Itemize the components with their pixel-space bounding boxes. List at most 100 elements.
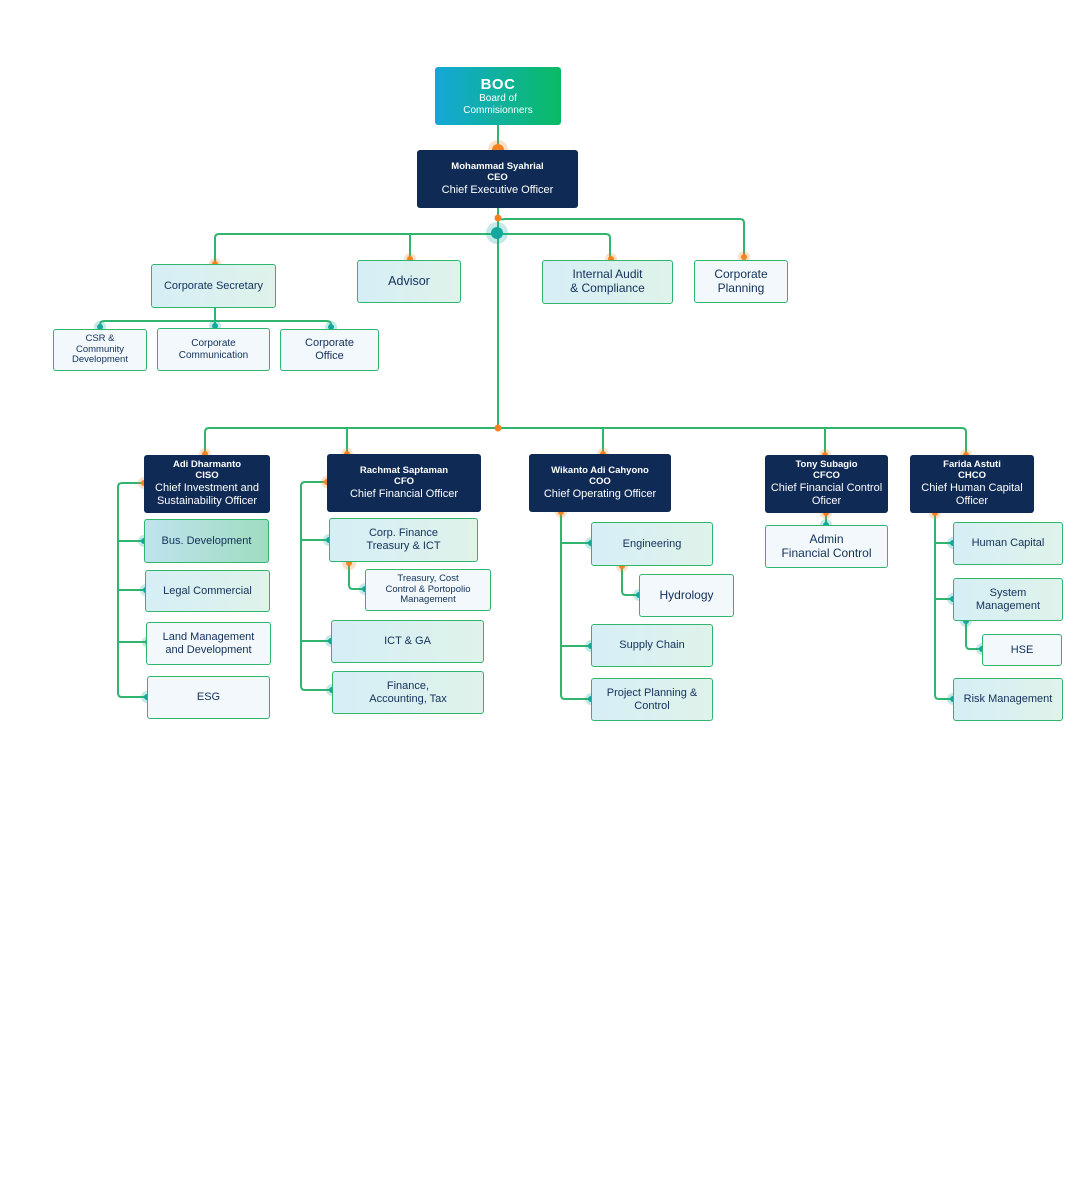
treasury-box[interactable]: Treasury, Cost Control & Portopolio Mana…	[365, 569, 491, 611]
finance-accounting-tax-line-2: Accounting, Tax	[369, 692, 447, 705]
secretary-sub-node	[328, 324, 334, 330]
risk-management-label: Risk Management	[963, 693, 1053, 706]
connector-line	[300, 481, 332, 691]
chco-role-line-2: Officer	[955, 494, 989, 507]
corporate-office-box[interactable]: Corporate Office	[280, 329, 379, 371]
connector-line	[621, 566, 639, 596]
corporate-office-line-1: Corporate	[305, 337, 354, 350]
ceo-bottom-node	[494, 214, 502, 222]
unit-top-node	[741, 254, 747, 260]
system-management-line-1: System	[989, 586, 1027, 599]
boc-line-1: Board of	[479, 93, 517, 105]
cfco-role-line-2: Oficer	[811, 494, 842, 507]
ceo-role: Chief Executive Officer	[441, 183, 554, 196]
chco-name: Farida Astuti	[943, 459, 1001, 471]
system-management-line-2: Management	[975, 599, 1041, 612]
exec-hub-node	[494, 424, 502, 432]
admin-financial-control-line-2: Financial Control	[781, 545, 872, 560]
cfo-role: Chief Financial Officer	[349, 487, 458, 500]
corp-finance-box[interactable]: Corp. Finance Treasury & ICT	[329, 518, 478, 562]
treasury-line-2: Control & Portopolio	[385, 583, 471, 595]
cfco-box[interactable]: Tony Subagio CFCO Chief Financial Contro…	[765, 455, 888, 513]
cfo-box[interactable]: Rachmat Saptaman CFO Chief Financial Off…	[327, 454, 481, 512]
ict-ga-box[interactable]: ICT & GA	[331, 620, 484, 663]
connector-line	[348, 562, 365, 590]
internal-audit-line-2: & Compliance	[570, 281, 645, 295]
chco-box[interactable]: Farida Astuti CHCO Chief Human Capital O…	[910, 455, 1034, 513]
boc-box[interactable]: BOC Board of Commisionners	[435, 67, 561, 125]
hub-node	[491, 227, 503, 239]
corporate-secretary-box[interactable]: Corporate Secretary	[151, 264, 276, 308]
secretary-sub-node	[212, 323, 218, 329]
project-planning-line-1: Project Planning &	[606, 686, 698, 699]
ciso-name: Adi Dharmanto	[172, 459, 242, 471]
esg-box[interactable]: ESG	[147, 676, 270, 719]
corporate-communication-line-1: Corporate	[191, 338, 236, 349]
secretary-sub-node	[97, 324, 103, 330]
ciso-abbr: CISO	[195, 470, 219, 482]
cfco-name: Tony Subagio	[795, 459, 858, 471]
corp-finance-line-2: Treasury & ICT	[366, 540, 441, 552]
human-capital-label: Human Capital	[971, 537, 1045, 550]
boc-line-2: Commisionners	[463, 104, 533, 116]
hydrology-box[interactable]: Hydrology	[639, 574, 734, 617]
land-management-box[interactable]: Land Management and Development	[146, 622, 271, 665]
coo-box[interactable]: Wikanto Adi Cahyono COO Chief Operating …	[529, 454, 671, 512]
csr-box[interactable]: CSR & Community Development	[53, 329, 147, 371]
corporate-office-line-2: Office	[315, 350, 344, 362]
project-planning-box[interactable]: Project Planning & Control	[591, 678, 713, 721]
connector-line	[214, 233, 611, 262]
csr-line-1: CSR &	[85, 332, 115, 344]
csr-line-2: Community	[75, 343, 125, 355]
ciso-role-line-2: Sustainability Officer	[156, 494, 258, 507]
ict-ga-label: ICT & GA	[384, 635, 431, 648]
land-management-line-1: Land Management	[162, 630, 255, 643]
treasury-line-3: Management	[400, 594, 456, 606]
ciso-role-line-1: Chief Investment and	[155, 482, 259, 495]
internal-audit-box[interactable]: Internal Audit & Compliance	[542, 260, 673, 304]
cfo-abbr: CFO	[393, 475, 415, 487]
ceo-box[interactable]: Mohammad Syahrial CEO Chief Executive Of…	[417, 150, 578, 208]
legal-commercial-box[interactable]: Legal Commercial	[145, 570, 270, 612]
bus-development-box[interactable]: Bus. Development	[144, 519, 269, 563]
hydrology-label: Hydrology	[659, 587, 714, 602]
corporate-communication-line-2: Communication	[178, 349, 249, 361]
ceo-name: Mohammad Syahrial	[451, 160, 544, 172]
corp-finance-line-1: Corp. Finance	[368, 527, 439, 540]
esg-label: ESG	[196, 691, 221, 704]
corporate-planning-box[interactable]: Corporate Planning	[694, 260, 788, 303]
supply-chain-box[interactable]: Supply Chain	[591, 624, 713, 667]
corporate-communication-box[interactable]: Corporate Communication	[157, 328, 270, 371]
ceo-abbr: CEO	[487, 171, 508, 183]
risk-management-box[interactable]: Risk Management	[953, 678, 1063, 721]
admin-financial-control-box[interactable]: Admin Financial Control	[765, 525, 888, 568]
connector-line	[965, 621, 982, 650]
hse-box[interactable]: HSE	[982, 634, 1062, 666]
csr-line-3: Development	[72, 354, 128, 366]
advisor-box[interactable]: Advisor	[357, 260, 461, 303]
engineering-label: Engineering	[622, 537, 682, 550]
human-capital-box[interactable]: Human Capital	[953, 522, 1063, 565]
internal-audit-line-1: Internal Audit	[572, 267, 643, 282]
hse-label: HSE	[1010, 643, 1034, 656]
cfco-abbr: CFCO	[813, 470, 840, 482]
corporate-planning-line-2: Planning	[717, 280, 765, 295]
cfco-role-line-1: Chief Financial Control	[770, 482, 883, 495]
corporate-planning-line-1: Corporate	[714, 266, 768, 281]
finance-accounting-tax-box[interactable]: Finance, Accounting, Tax	[332, 671, 484, 714]
connector-line	[560, 512, 591, 700]
bus-development-label: Bus. Development	[161, 534, 252, 547]
finance-accounting-tax-line-1: Finance,	[386, 679, 430, 692]
boc-title: BOC	[480, 75, 516, 93]
ciso-box[interactable]: Adi Dharmanto CISO Chief Investment and …	[144, 455, 270, 513]
coo-abbr: COO	[589, 475, 611, 487]
engineering-box[interactable]: Engineering	[591, 522, 713, 566]
coo-name: Wikanto Adi Cahyono	[551, 464, 649, 476]
advisor-label: Advisor	[388, 274, 430, 289]
connector-line	[204, 427, 967, 455]
chco-abbr: CHCO	[958, 470, 986, 482]
connector-line	[497, 217, 745, 257]
system-management-box[interactable]: System Management	[953, 578, 1063, 621]
land-management-line-2: and Development	[165, 643, 252, 656]
connector-line	[934, 513, 953, 700]
